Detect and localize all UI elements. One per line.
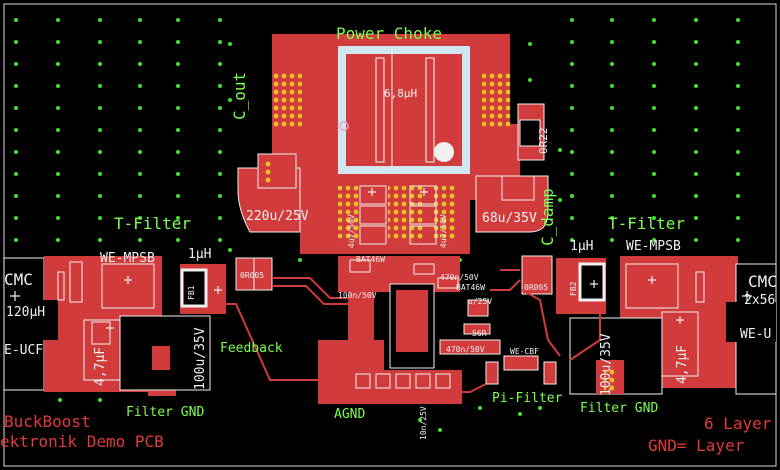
fb-right-label: FB2 xyxy=(569,281,578,296)
r56-label: 56R xyxy=(472,329,487,338)
c-out-label: C_out xyxy=(230,71,249,120)
cap-4u7uf-right-label: 4,7µF xyxy=(675,344,690,384)
right-input-section xyxy=(521,255,777,395)
board-outline xyxy=(3,3,777,467)
footer-title-line2: ektronik Demo PCB xyxy=(0,432,164,451)
left-input-section xyxy=(3,256,273,396)
cap-470n-bottom-label: 470n/50V xyxy=(446,345,485,354)
cmc-left-label: CMC xyxy=(4,270,33,289)
r0005-right-label: 0R005 xyxy=(524,283,549,292)
inductor-1uh-left-label: 1µH xyxy=(188,247,212,262)
cap-68-label: 68u/35V xyxy=(482,211,537,226)
cap-10n-label: 10n/25V xyxy=(419,406,428,440)
cap-100-left-label: 100u/35V xyxy=(193,327,208,390)
fb-left-label: FB1 xyxy=(187,285,196,300)
bat46-right-label: BAT46W xyxy=(456,283,485,292)
power-choke-label: Power Choke xyxy=(336,24,442,43)
power-choke-block xyxy=(248,34,520,254)
c-damp-block xyxy=(475,103,549,233)
footer-layer-count: 6 Layer xyxy=(704,414,772,433)
cap-470n-top-label: 470n/50V xyxy=(440,273,479,282)
inductor-1uh-right-label: 1µH xyxy=(570,239,594,254)
we-mpsb-left-label: WE-MPSB xyxy=(100,251,155,266)
via-grid xyxy=(14,18,740,432)
cap-100n-label: 100n/50V xyxy=(338,291,377,300)
pi-filter-label: Pi-Filter xyxy=(492,391,563,406)
feedback-label: Feedback xyxy=(220,341,283,356)
t-filter-right-label: T-Filter xyxy=(608,214,686,233)
r0005-left-label: 0R005 xyxy=(240,271,265,280)
footer-gnd-layer: GND= Layer xyxy=(648,436,745,455)
filter-gnd-right-label: Filter GND xyxy=(580,401,659,416)
we-ucf-right-label: WE-U xyxy=(740,327,772,342)
cmc-right-value: 2x56 xyxy=(744,293,776,308)
we-cbf-label: WE-CBF xyxy=(510,347,539,356)
r22-label: 0R22 xyxy=(537,127,550,155)
footer-title-line1: BuckBoost xyxy=(4,412,91,431)
cap-4u7-left-label: 4u7/50V xyxy=(347,214,356,248)
filter-gnd-left-label: Filter GND xyxy=(126,405,205,420)
pink-marker xyxy=(339,121,349,131)
c-damp-label: C_damp xyxy=(538,188,557,246)
cap-100-right-label: 100u/35V xyxy=(599,333,614,396)
cap-220-label: 220u/25V xyxy=(246,209,309,224)
cmc-right-label: CMC xyxy=(748,272,777,291)
cap-4u7uf-left-label: 4,7µF xyxy=(93,346,108,386)
cap-4u7-right-label: 4u7/50V xyxy=(439,214,448,248)
controller-area xyxy=(318,256,557,404)
choke-value-label: 6,8µH xyxy=(384,87,418,100)
we-mpsb-right-label: WE-MPSB xyxy=(626,239,681,254)
agnd-label: AGND xyxy=(334,407,366,422)
c-out-block xyxy=(237,153,301,233)
origin-markers xyxy=(10,188,752,332)
traces xyxy=(226,269,601,393)
bat46-left-label: BAT46W xyxy=(356,255,385,264)
cap-u25v-label: u/25V xyxy=(468,297,493,306)
we-ucf-left-label: E-UCF xyxy=(4,343,44,358)
cmc-left-value: 120µH xyxy=(6,305,46,320)
t-filter-left-label: T-Filter xyxy=(114,214,192,233)
